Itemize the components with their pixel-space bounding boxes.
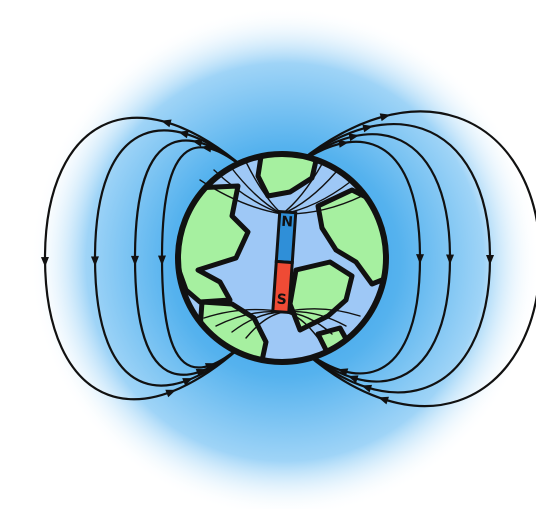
north-pole-label: N	[281, 214, 294, 231]
south-pole-label: S	[276, 292, 287, 309]
